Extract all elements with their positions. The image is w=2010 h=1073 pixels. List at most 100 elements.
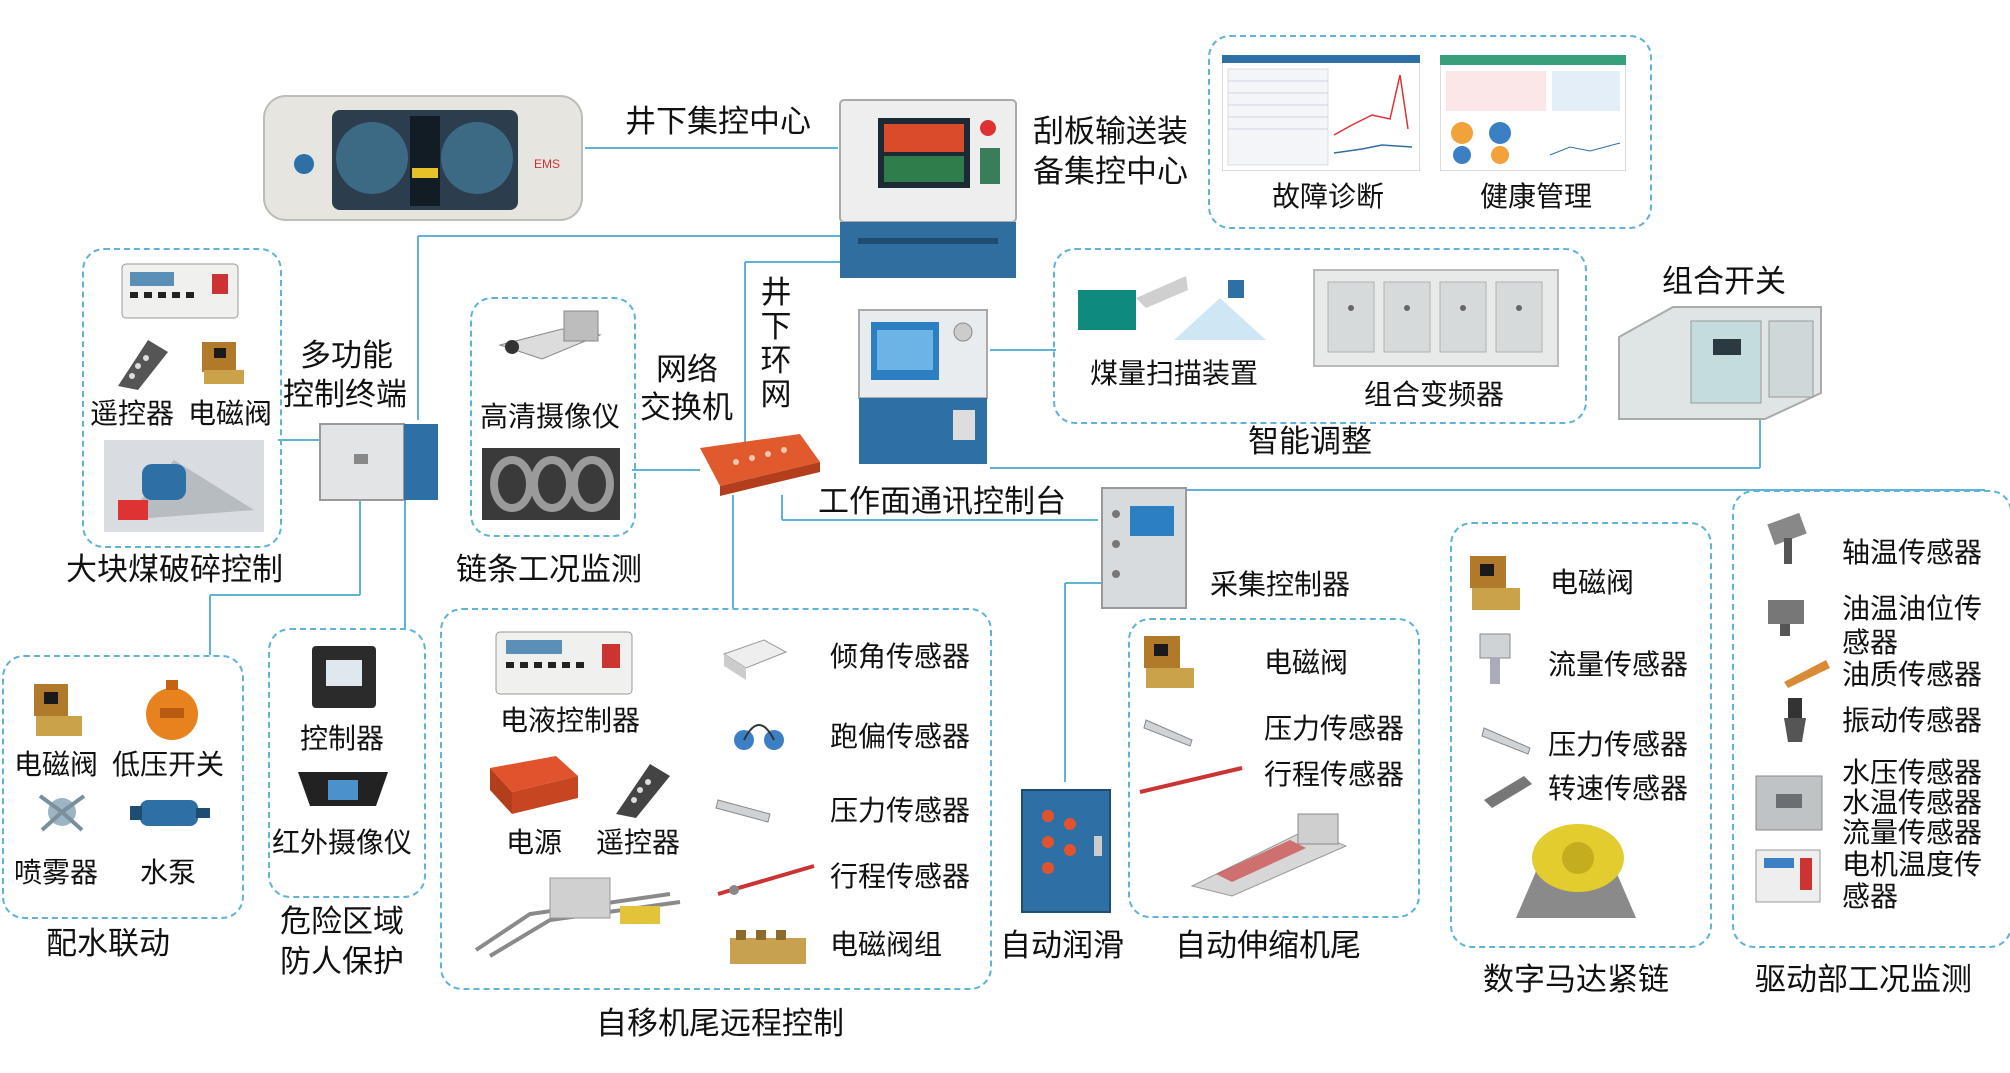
valve-group-label: 电磁阀组 [830, 928, 943, 961]
chain-image [482, 448, 620, 520]
retract-group-label: 自动伸缩机尾 [1175, 928, 1361, 964]
health-management-dashboard [1440, 55, 1626, 171]
motor-flow-sensor-image [1479, 633, 1511, 684]
digital-motor-image [1516, 824, 1636, 918]
deviation-sensor-image [734, 724, 784, 750]
chain-group-box [470, 297, 636, 537]
retract-valve-label: 电磁阀 [1264, 646, 1349, 679]
ir-camera-image [298, 772, 388, 806]
retract-pressure-sensor-label: 压力传感器 [1264, 712, 1405, 745]
retract-group-box [1128, 618, 1420, 918]
danger-group-box [268, 628, 426, 898]
crusher-valve-label: 电磁阀 [188, 397, 273, 430]
motor-pressure-sensor-label: 压力传感器 [1548, 728, 1689, 761]
motor-valve-label: 电磁阀 [1550, 566, 1635, 599]
crusher-remote-label: 遥控器 [90, 397, 175, 430]
coal-scan-device-image [1078, 276, 1266, 340]
motor-pressure-sensor-image [1481, 727, 1531, 755]
acq-controller-image [1101, 487, 1187, 609]
retract-pressure-sensor-image [1143, 719, 1193, 747]
smart-adjust-label: 智能调整 [1248, 424, 1372, 460]
health-group-box [1208, 35, 1652, 229]
vibration-sensor-label: 振动传感器 [1842, 704, 1983, 737]
crusher-machine-image [104, 440, 264, 532]
low-voltage-switch-image [146, 680, 198, 740]
auto-lube-image [1021, 789, 1111, 913]
switch-label-line2: 交换机 [640, 390, 733, 426]
oil-temp-sensor-image [1768, 600, 1804, 636]
power-supply-image [490, 756, 578, 814]
acq-controller-label: 采集控制器 [1210, 568, 1351, 601]
combination-switch-label: 组合开关 [1662, 264, 1786, 300]
control-center-cabin-image: EMS [263, 95, 583, 221]
crusher-controller-image [121, 263, 239, 319]
water-temp-sensor-label: 水温传感器 [1842, 786, 1983, 819]
retract-stroke-sensor-label: 行程传感器 [1264, 758, 1405, 791]
motor-flow-sensor-label: 流量传感器 [1548, 648, 1689, 681]
drive-flow-sensor-label: 流量传感器 [1842, 816, 1983, 849]
scraper-center-label-line1: 刮板输送装 [1033, 114, 1188, 150]
motor-temp-sensor-label-line1: 电机温度传 [1842, 848, 1983, 881]
shaft-temp-sensor-image [1767, 512, 1807, 564]
motor-group-label: 数字马达紧链 [1483, 962, 1669, 998]
motor-speed-sensor-image [1484, 776, 1532, 808]
multi-terminal-label-line2: 控制终端 [283, 377, 407, 413]
power-label: 电源 [506, 826, 563, 859]
combined-vfd-image [1313, 269, 1559, 367]
danger-controller-image [312, 646, 376, 708]
tail-stroke-sensor-label: 行程传感器 [830, 860, 971, 893]
water-valve-label: 电磁阀 [14, 748, 99, 781]
tail-group-label: 自移机尾远程控制 [596, 1006, 844, 1042]
drive-group-box [1732, 490, 2010, 948]
shaft-temp-sensor-label: 轴温传感器 [1842, 536, 1983, 569]
scraper-control-cabinet-image [839, 99, 1017, 278]
coal-scan-label: 煤量扫描装置 [1090, 357, 1259, 390]
comm-console-image [858, 309, 988, 464]
water-valve-image [34, 684, 82, 736]
motor-temp-sensor-image [1755, 849, 1821, 903]
comm-console-label: 工作面通讯控制台 [818, 484, 1066, 520]
chain-group-label: 链条工况监测 [456, 552, 642, 588]
tail-pressure-sensor-label: 压力传感器 [830, 794, 971, 827]
crusher-group-box [82, 248, 282, 548]
vfd-label: 组合变频器 [1364, 378, 1505, 411]
scraper-center-label-line2: 备集控中心 [1033, 154, 1188, 190]
drive-group-label: 驱动部工况监测 [1755, 962, 1972, 998]
ring-net-char: 井 [760, 275, 792, 311]
oil-quality-sensor-image [1784, 660, 1830, 688]
oil-temp-sensor-label-line2: 感器 [1842, 626, 1899, 659]
tilt-sensor-label: 倾角传感器 [830, 640, 971, 673]
danger-controller-label: 控制器 [300, 722, 385, 755]
svg-text:EMS: EMS [534, 157, 560, 171]
underground-center-label: 井下集控中心 [625, 104, 811, 140]
deviation-sensor-label: 跑偏传感器 [830, 720, 971, 753]
multi-terminal-image [319, 423, 438, 501]
retract-machine-image [1190, 813, 1348, 897]
ring-net-char: 环 [760, 343, 792, 380]
ring-net-label: 井 下 环 网 [758, 276, 794, 412]
danger-group-label-line2: 防人保护 [280, 944, 404, 980]
water-group-box [2, 655, 244, 919]
crusher-valve-image [202, 342, 244, 384]
combination-switch-image [1618, 306, 1822, 420]
tail-stroke-sensor-image [717, 864, 815, 896]
tail-group-box [440, 608, 992, 990]
water-sensor-box-image [1755, 775, 1823, 831]
sprayer-label: 喷雾器 [14, 856, 99, 889]
fault-diagnosis-label: 故障诊断 [1272, 180, 1385, 213]
ehc-controller-image [495, 631, 633, 695]
danger-group-label-line1: 危险区域 [280, 904, 404, 940]
valve-group-image [730, 930, 806, 964]
health-management-label: 健康管理 [1480, 180, 1593, 213]
water-pressure-sensor-label: 水压传感器 [1842, 756, 1983, 789]
ehc-label: 电液控制器 [500, 704, 641, 737]
ir-camera-label: 红外摄像仪 [272, 826, 413, 859]
retract-valve-image [1144, 636, 1194, 688]
ring-net-char: 网 [760, 377, 792, 414]
network-switch-image [700, 434, 820, 496]
ring-net-char: 下 [760, 309, 792, 346]
pump-label: 水泵 [140, 856, 197, 889]
crusher-remote-image [118, 340, 168, 390]
motor-valve-image [1470, 556, 1520, 610]
tail-remote-image [616, 764, 670, 818]
